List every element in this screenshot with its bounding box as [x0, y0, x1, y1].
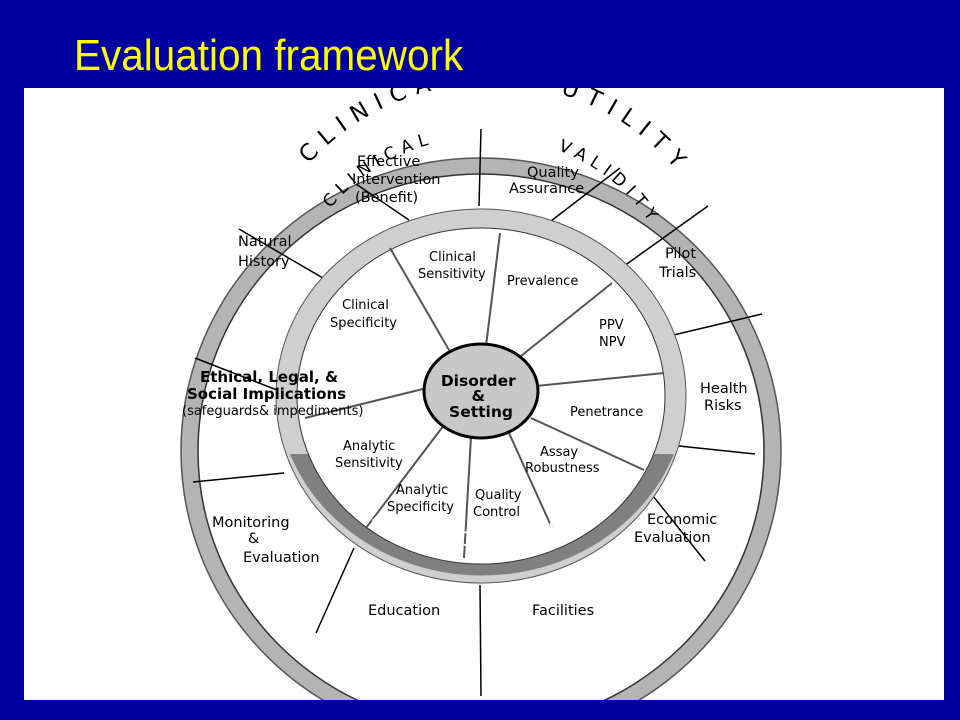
hub-line-1: Disorder: [441, 372, 516, 390]
segment-assay-robustness: Assay Robustness: [525, 445, 600, 476]
segment-natural-history: Natural History: [238, 234, 296, 270]
segment-economic-evaluation: Economic Evaluation: [634, 512, 722, 546]
segment-analytic-specificity: Analytic Specificity: [387, 483, 454, 515]
outer-spokes: [192, 128, 763, 697]
segment-ppv-npv: PPV NPV: [599, 318, 628, 350]
inner-spokes: [304, 232, 665, 559]
segment-prevalence: Prevalence: [507, 274, 578, 289]
segment-education: Education: [368, 603, 440, 619]
hub-circle: [422, 342, 540, 440]
segment-quality-assurance: Quality Assurance: [509, 165, 584, 197]
segment-analytic-sensitivity: Analytic Sensitivity: [335, 439, 403, 471]
segment-clinical-sensitivity: Clinical Sensitivity: [418, 250, 486, 282]
segment-facilities: Facilities: [532, 603, 594, 619]
segment-effective-intervention: Effective Intervention (Benefit): [352, 154, 445, 206]
svg-text:Disorder & Setting: Disorder & Setting: [441, 372, 521, 421]
segment-penetrance: Penetrance: [570, 405, 643, 420]
segment-health-risks: Health Risks: [700, 381, 752, 414]
segment-pilot-trials: Pilot Trials: [658, 246, 701, 281]
analytic-validity-band: [290, 454, 674, 576]
segment-monitoring-evaluation: Monitoring & Evaluation: [212, 515, 320, 566]
hub-line-2: &: [472, 387, 486, 405]
segment-ethical-legal-social: Ethical, Legal, & Social Implications (s…: [182, 367, 364, 419]
segment-quality-control: Quality Control: [473, 488, 526, 520]
hub-line-3: Setting: [449, 403, 513, 421]
slide-title: Evaluation framework: [74, 31, 464, 80]
diagram-panel: Disorder & Setting CLINICAL UTILITY CLIN…: [24, 88, 944, 700]
evaluation-wheel: Disorder & Setting CLINICAL UTILITY CLIN…: [180, 88, 782, 700]
segment-clinical-specificity: Clinical Specificity: [330, 298, 397, 331]
